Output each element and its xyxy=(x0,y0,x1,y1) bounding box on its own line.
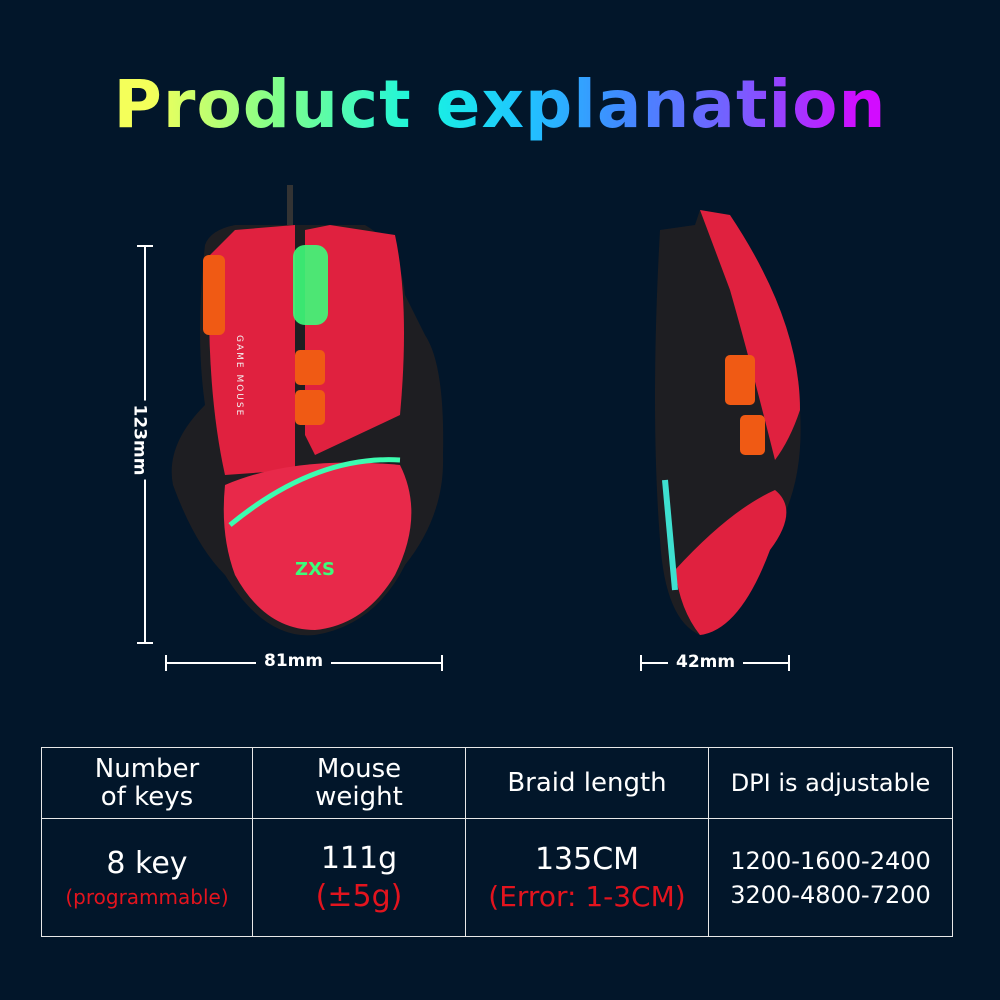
table-row: 8 key(programmable) 111g(±5g) 135CM(Erro… xyxy=(41,818,953,937)
page-title: Product explanation xyxy=(0,66,1000,143)
mouse-top-view-image: GAME MOUSE ZXS xyxy=(171,185,444,636)
height-dimension-cap-top xyxy=(137,245,153,247)
mouse-side-view-image xyxy=(655,210,801,635)
depth-dimension-cap-right xyxy=(788,655,790,671)
header-dpi: DPI is adjustable xyxy=(708,747,953,819)
height-dimension-cap-bottom xyxy=(137,642,153,644)
value-keys: 8 key(programmable) xyxy=(41,818,253,937)
depth-dimension-cap-left xyxy=(640,655,642,671)
height-label: 123mm xyxy=(129,400,150,480)
depth-label: 42mm xyxy=(668,652,744,672)
logo: ZXS xyxy=(295,559,335,580)
width-dimension-cap-left xyxy=(165,655,167,671)
width-label: 81mm xyxy=(256,651,332,671)
value-weight: 111g(±5g) xyxy=(252,818,466,937)
value-braid: 135CM(Error: 1-3CM) xyxy=(465,818,709,937)
side-text: GAME MOUSE xyxy=(234,335,244,417)
width-dimension-cap-right xyxy=(441,655,443,671)
header-braid: Braid length xyxy=(465,747,709,819)
